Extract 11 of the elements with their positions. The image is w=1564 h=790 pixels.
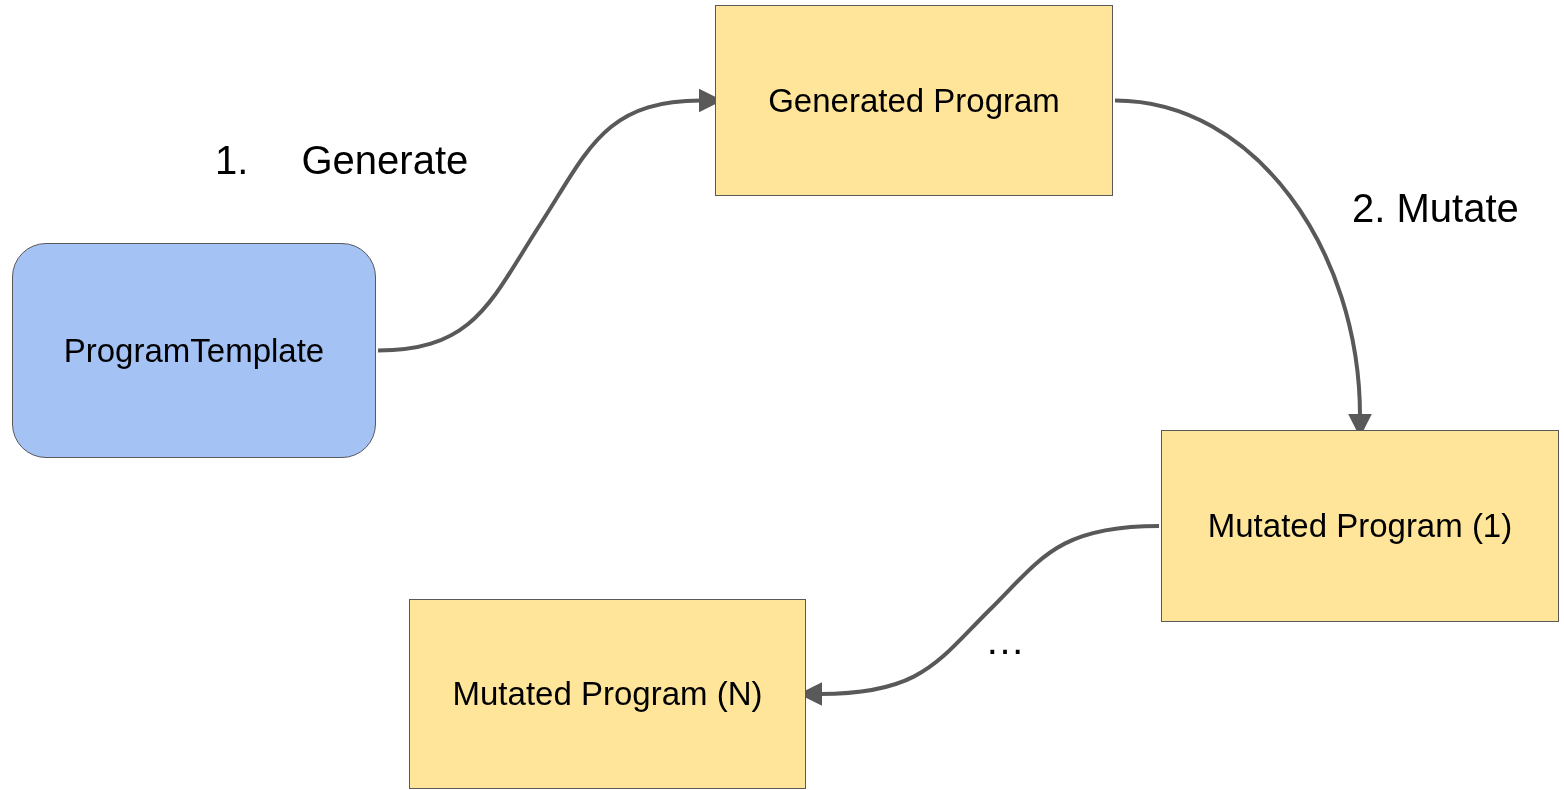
program-box — [1161, 430, 1559, 622]
program-box — [715, 5, 1113, 196]
edge-label: 2. Mutate — [1352, 188, 1519, 228]
edge-label: 1. Generate — [215, 140, 469, 180]
node-label: Generated Program — [768, 81, 1060, 120]
program-box — [409, 599, 806, 789]
node-label: ProgramTemplate — [63, 331, 325, 370]
node-label: Mutated Program (N) — [452, 675, 763, 713]
template-box — [12, 243, 376, 458]
edge-label: … — [985, 620, 1025, 660]
node-label: Mutated Program (1) — [1207, 507, 1513, 545]
